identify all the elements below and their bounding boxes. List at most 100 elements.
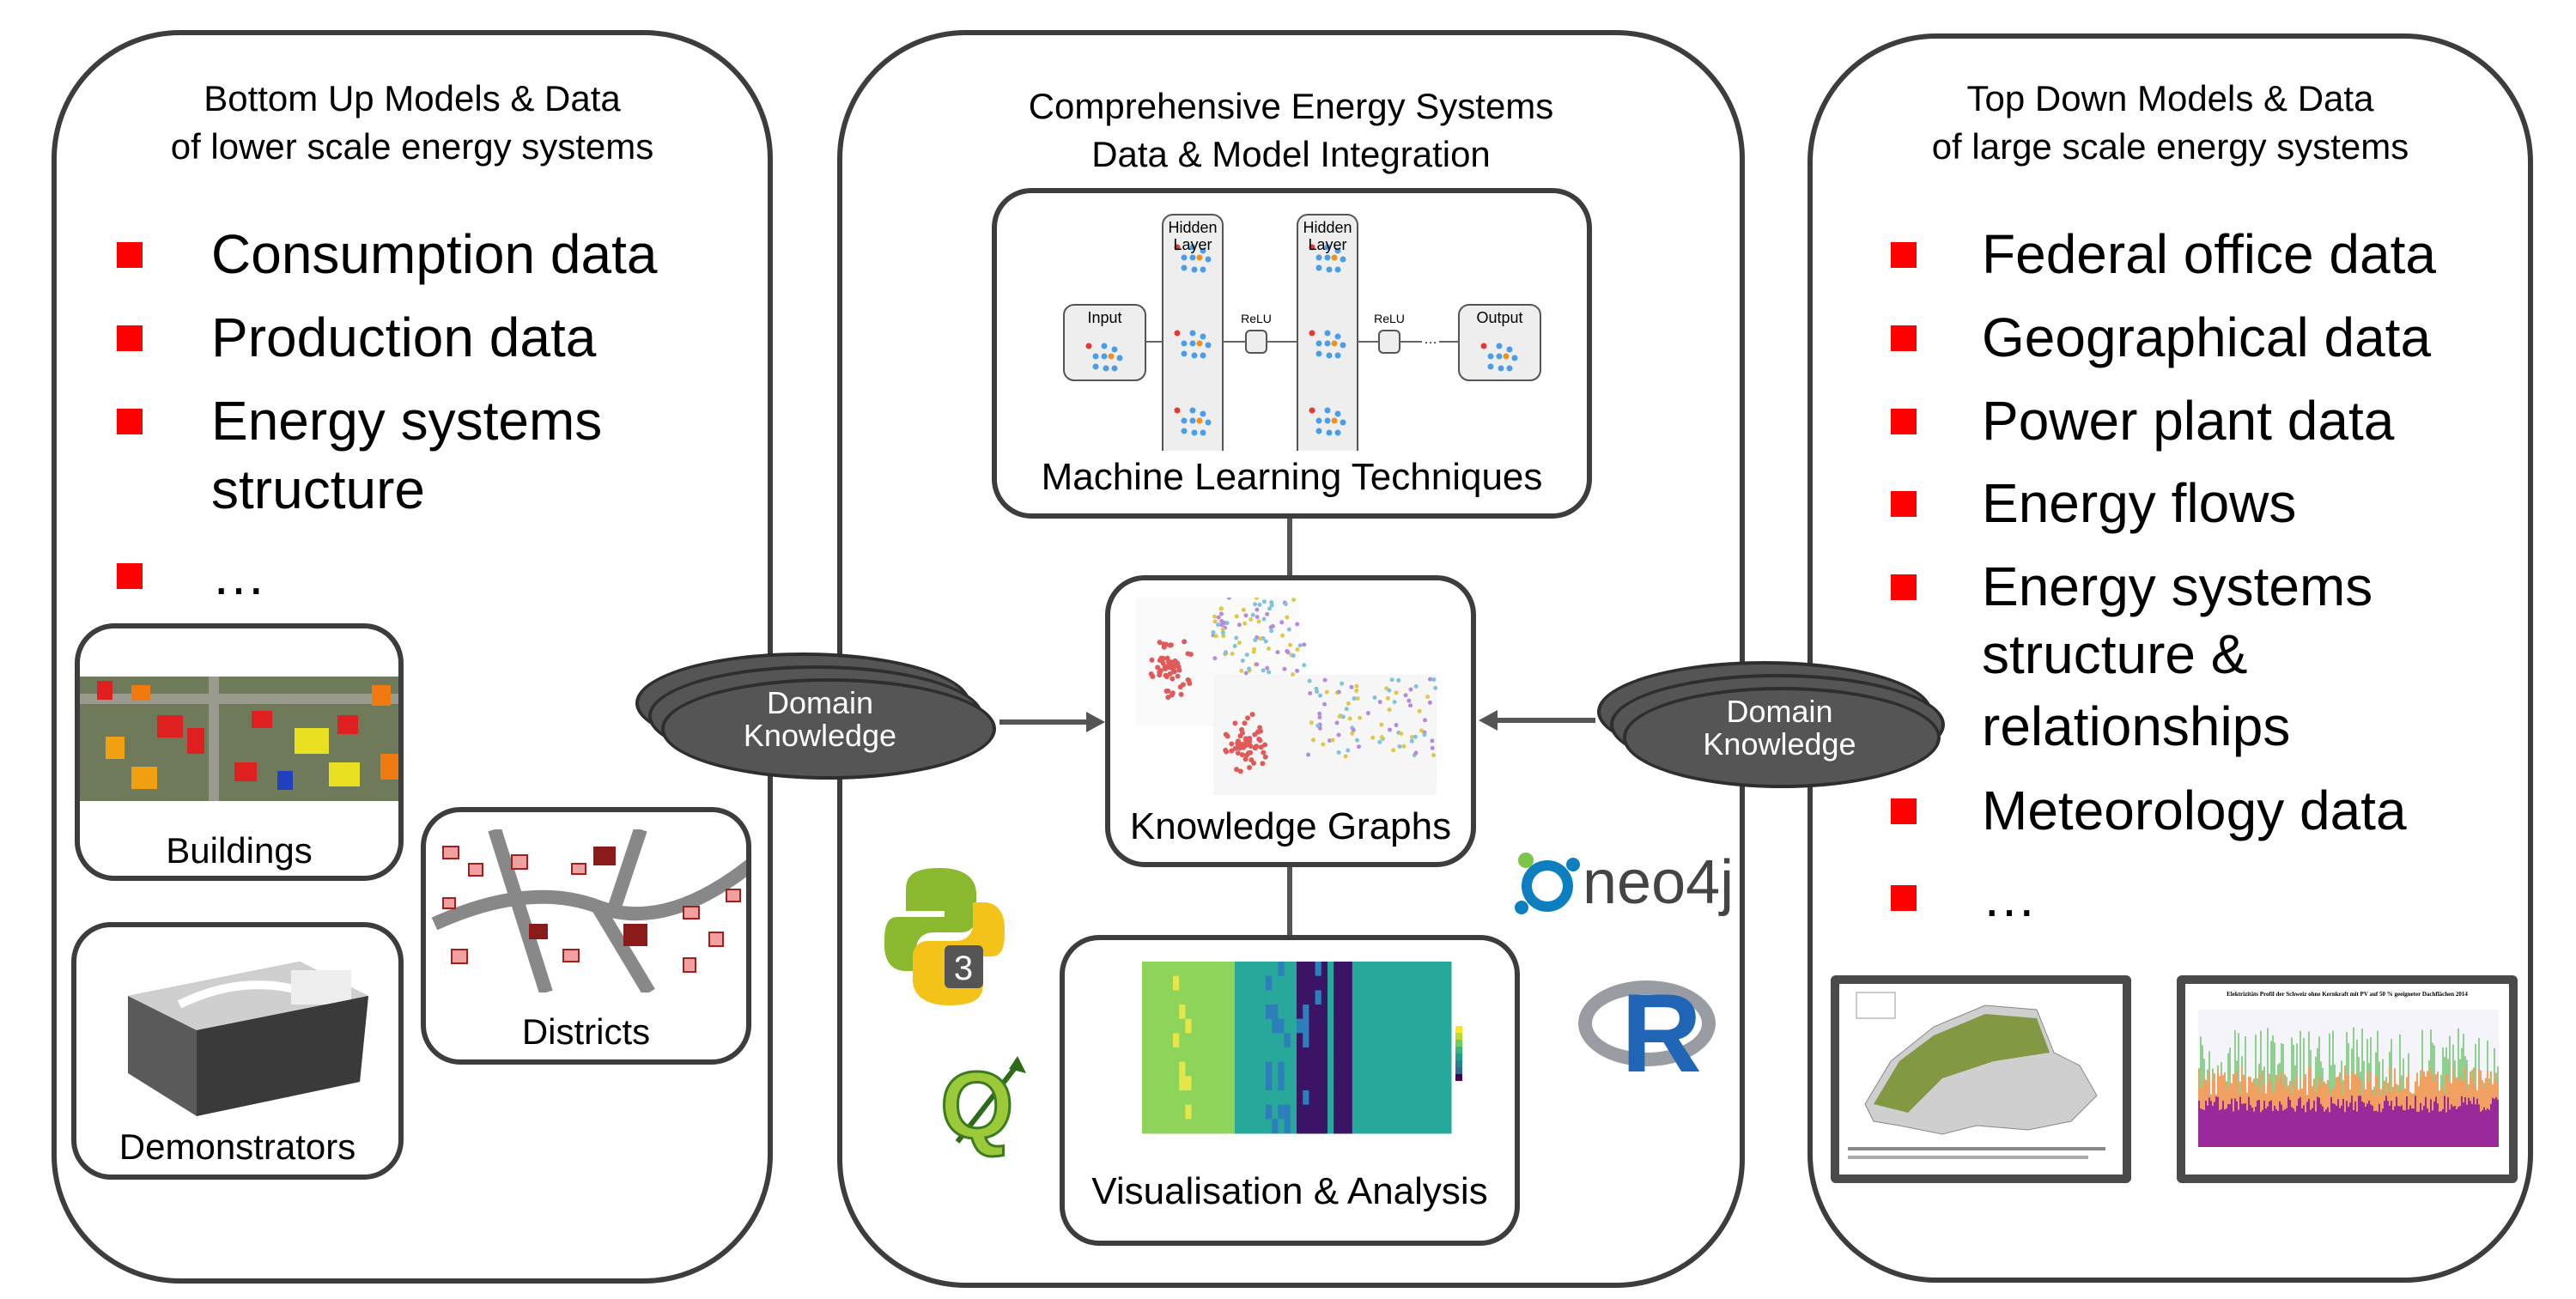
heatmap-cell [1340, 1005, 1347, 1020]
heatmap-cell [1340, 975, 1347, 991]
kg-node [1165, 688, 1171, 694]
heatmap-cell [1413, 1018, 1421, 1034]
nn-node [1101, 353, 1108, 360]
heatmap-cell [1444, 975, 1452, 991]
nn-node [1085, 343, 1092, 349]
heatmap-cell [1340, 1047, 1347, 1063]
title-line: Bottom Up Models & Data [204, 78, 621, 118]
kg-node [1317, 711, 1322, 716]
heatmap-cell [1407, 1047, 1415, 1063]
area-production [2258, 1100, 2260, 1147]
kg-node [1257, 602, 1262, 607]
nn-node [1191, 266, 1198, 273]
heatmap-cell [1216, 1018, 1224, 1034]
heatmap-cell [1346, 1119, 1353, 1134]
heatmap-cell [1241, 962, 1248, 977]
nn-node [1174, 244, 1181, 251]
heatmap-cell [1204, 1104, 1211, 1120]
heatmap-cell [1154, 975, 1162, 991]
area-production [2241, 1103, 2243, 1147]
heatmap-cell [1142, 1090, 1149, 1106]
heatmap-cell [1191, 1033, 1199, 1048]
kg-node [1283, 602, 1288, 607]
heatmap-cell [1389, 1061, 1396, 1077]
heatmap-cell [1253, 1076, 1261, 1091]
heatmap-cell [1389, 962, 1396, 977]
heatmap-cell [1247, 975, 1255, 991]
visualisation-label: Visualisation & Analysis [1091, 1170, 1488, 1212]
kg-node [1324, 689, 1329, 695]
heatmap-cell [1438, 1018, 1446, 1034]
kg-node [1351, 727, 1356, 732]
kg-node [1249, 617, 1254, 622]
heatmap-cell [1327, 1047, 1334, 1063]
districts-card: Districts [421, 807, 751, 1065]
heatmap-cell [1197, 1033, 1205, 1048]
heatmap-cell [1327, 1033, 1334, 1048]
neo4j-graph-icon [1515, 853, 1580, 914]
heatmap-cell [1228, 1047, 1236, 1063]
heatmap-cell [1185, 1119, 1193, 1134]
heatmap-cell [1272, 1090, 1279, 1106]
heatmap-cell [1241, 1104, 1248, 1120]
heatmap-cell [1315, 1090, 1322, 1106]
heatmap-cell [1284, 1061, 1291, 1077]
heatmap-cell [1401, 1061, 1409, 1077]
heatmap-cell [1160, 1076, 1168, 1091]
kg-node [1248, 750, 1254, 756]
title-line: of lower scale energy systems [170, 126, 654, 167]
heatmap-cell [1420, 1104, 1427, 1120]
area-production [2440, 1111, 2442, 1147]
heatmap-cell [1290, 1033, 1297, 1048]
nn-node [1196, 417, 1203, 424]
heatmap-cell [1284, 1090, 1291, 1106]
area-production [2291, 1107, 2293, 1147]
heatmap-cell [1204, 1076, 1211, 1091]
heatmap-cell [1173, 1119, 1180, 1134]
heatmap-cell [1303, 1076, 1309, 1091]
kg-node [1291, 598, 1297, 603]
area-production [2284, 1109, 2286, 1147]
heatmap-cell [1321, 1033, 1328, 1048]
heatmap-cell [1241, 1047, 1248, 1063]
area-production [2349, 1102, 2351, 1147]
area-production [2300, 1096, 2301, 1147]
nn-node [1331, 417, 1338, 424]
nn-node [1334, 266, 1341, 273]
heatmap-cell [1376, 1104, 1384, 1120]
kg-node [1354, 683, 1359, 689]
area-production [2447, 1097, 2449, 1147]
heatmap-cell [1420, 1033, 1427, 1048]
nn-node [1309, 244, 1315, 251]
kg-node [1427, 677, 1432, 682]
area-production [2231, 1098, 2233, 1147]
heatmap-cell [1364, 1018, 1371, 1034]
electricity-profile-card: Elektrizitäts Profil der Schweiz ohne Ke… [2177, 975, 2518, 1183]
area-production [2372, 1105, 2373, 1147]
heatmap-cell [1340, 1033, 1347, 1048]
heatmap-cell [1148, 1033, 1155, 1048]
bullet-item: Production data [211, 307, 597, 368]
label-line: Layer [1173, 236, 1212, 253]
heatmap-cell [1216, 1047, 1224, 1063]
area-production [2217, 1096, 2219, 1147]
area-production [2459, 1106, 2461, 1147]
kg-node [1155, 665, 1161, 671]
heatmap-cell [1358, 1005, 1365, 1020]
heatmap-cell [1321, 1018, 1328, 1034]
heatmap-cell [1370, 962, 1378, 977]
nn-node [1174, 330, 1181, 337]
heatmap-cell [1284, 1018, 1291, 1034]
heatmap-cell [1309, 1076, 1316, 1091]
kg-node [1178, 691, 1184, 697]
area-export [2291, 1037, 2293, 1147]
colorbar-swatch [1455, 1067, 1462, 1074]
area-production [2361, 1101, 2363, 1147]
heatmap-cell [1303, 1005, 1309, 1020]
nn-node [1196, 340, 1203, 347]
heatmap-cell [1364, 1104, 1371, 1120]
heatmap-cell [1358, 990, 1365, 1005]
heatmap-cell [1259, 962, 1267, 977]
heatmap-cell [1420, 1005, 1427, 1020]
area-production [2373, 1111, 2375, 1147]
